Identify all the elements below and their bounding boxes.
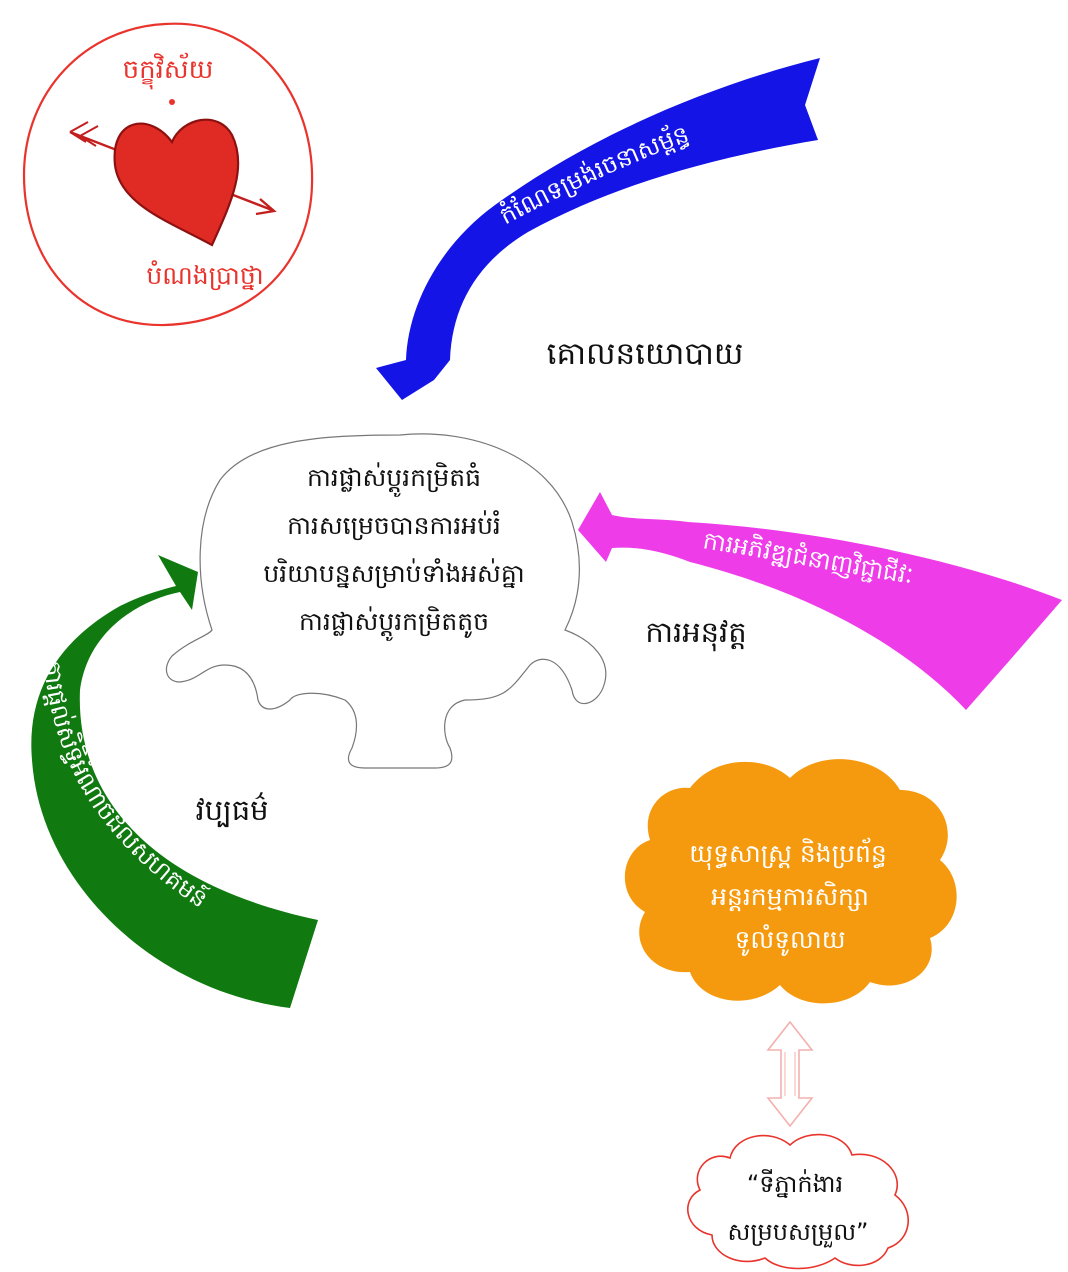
orange-cloud-line-1: យុទ្ធសាស្ត្រ និងប្រព័ន្ធ <box>689 837 886 870</box>
bottom-cloud-outline <box>687 1133 910 1270</box>
green-arrow-shape <box>31 555 319 1008</box>
policy-label: គោលនយោបាយ <box>547 336 744 372</box>
center-cloud: ការផ្លាស់ប្តូរកម្រិតធំ ការសម្រេចបានការអប… <box>165 433 607 769</box>
implementation-label: ការអនុវត្ត <box>645 615 746 652</box>
blue-arrow-shape <box>376 58 820 400</box>
vision-circle: ចក្ខុវិស័យ បំណងប្រាថ្នា <box>22 22 314 327</box>
vision-dot <box>169 99 175 105</box>
vision-circle-outline <box>22 22 314 327</box>
center-cloud-line-3: បរិយាបន្នសម្រាប់ទាំងអស់គ្នា <box>263 558 524 589</box>
bottom-cloud: “ទីភ្នាក់ងារ សម្របសម្រួល” <box>687 1133 910 1270</box>
bottom-cloud-line-2: សម្របសម្រួល” <box>728 1218 869 1248</box>
heart-with-arrow-icon <box>69 118 277 247</box>
center-cloud-line-4: ការផ្លាស់ប្តូរកម្រិតតូច <box>299 606 489 641</box>
center-cloud-line-2: ការសម្រេចបានការអប់រំ <box>287 510 501 541</box>
orange-cloud-line-3: ទូលំទូលាយ <box>734 924 845 956</box>
pink-arrow: ការអភិវឌ្ឍជំនាញវិជ្ជាជីវៈ <box>578 492 1062 710</box>
orange-cloud-shape <box>624 759 957 1004</box>
center-cloud-line-1: ការផ្លាស់ប្តូរកម្រិតធំ <box>307 462 481 497</box>
vision-bottom-label: បំណងប្រាថ្នា <box>146 260 263 291</box>
double-arrow-icon <box>766 1020 814 1128</box>
center-cloud-outline <box>165 433 607 769</box>
vision-top-label: ចក្ខុវិស័យ <box>123 52 214 90</box>
orange-cloud: យុទ្ធសាស្ត្រ និងប្រព័ន្ធ អន្តរកម្មការសិក… <box>624 759 957 1004</box>
pink-arrow-shape <box>578 492 1062 710</box>
bottom-cloud-line-1: “ទីភ្នាក់ងារ <box>747 1169 843 1198</box>
orange-cloud-line-2: អន្តរកម្មការសិក្សា <box>711 881 869 912</box>
culture-label: វប្បធម៌ <box>195 792 268 828</box>
